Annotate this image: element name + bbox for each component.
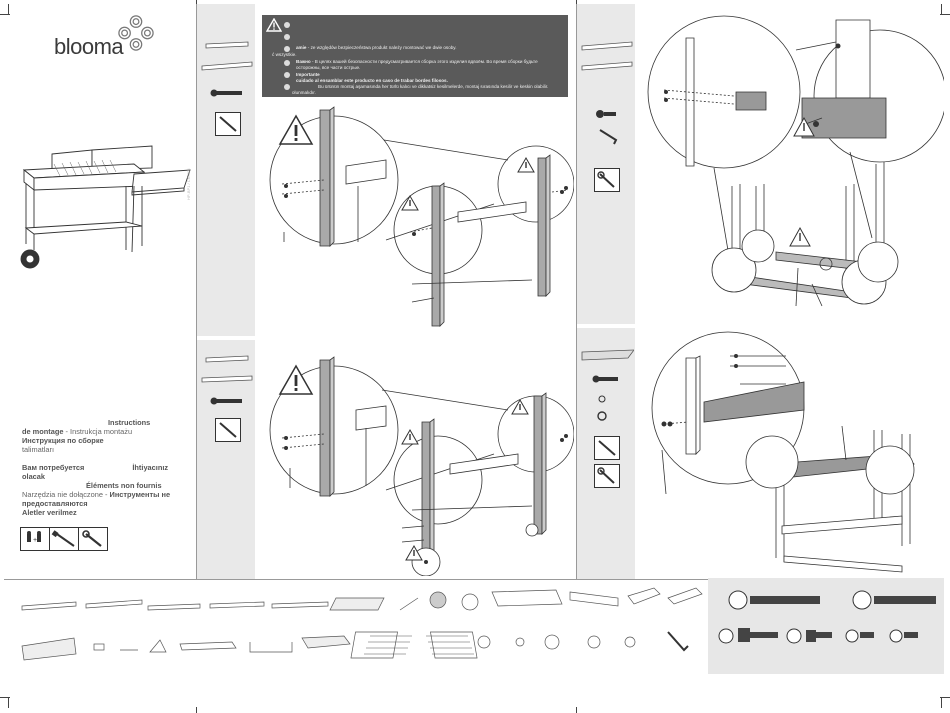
fold-mark	[576, 707, 577, 713]
warning-es: cuidado al ensamblar este producto en ca…	[296, 78, 448, 83]
warning-ru-bold: Важно	[296, 59, 311, 64]
warning-tr: Bu ürünün montaj aşamasında her türlü ka…	[318, 84, 549, 89]
step1-diagram	[269, 106, 574, 327]
warning-triangle-icon	[278, 364, 314, 395]
screwdriver-icon	[215, 112, 241, 136]
warning-bullet	[284, 60, 290, 66]
warning-tr-2: olunmalıdır.	[292, 90, 316, 95]
needs-tr: İhtiyacınız	[132, 463, 169, 472]
warning-bullet	[284, 22, 290, 28]
crop-mark	[940, 14, 950, 15]
needs-ru2: Инструменты не	[109, 490, 171, 499]
crop-mark	[940, 697, 950, 698]
needs-fr: Éléments non fournis	[86, 481, 162, 490]
hardware-panel	[708, 578, 944, 674]
crop-mark	[0, 697, 10, 698]
barbecue-illustration	[20, 145, 191, 269]
crop-mark	[8, 698, 9, 708]
step3-parts	[581, 41, 633, 145]
fold-mark	[196, 707, 197, 713]
screwdriver-icon	[49, 527, 79, 551]
crop-mark	[941, 698, 942, 708]
needs-tr2: olacak	[22, 472, 46, 481]
warning-bullet	[284, 72, 290, 78]
warning-bullet	[284, 46, 290, 52]
step4-diagram	[651, 331, 915, 573]
fold-mark	[576, 0, 577, 6]
instructions-title: Instructions de montage - Instrukcja mon…	[22, 418, 182, 454]
doc-code: HP-BP1 / CR-005	[186, 168, 191, 200]
step-sidebar-3	[577, 4, 635, 324]
title-fr2: de montage	[22, 427, 64, 436]
warning-triangle-icon	[278, 114, 314, 145]
step-sidebar-1	[197, 4, 255, 336]
page-divider-1	[196, 4, 197, 580]
fold-mark	[196, 0, 197, 6]
warning-bullet	[284, 34, 290, 40]
title-pl: - Instrukcja montażu	[63, 427, 133, 436]
warning-pl: - ze względów bezpieczeństwa produkt nal…	[306, 45, 457, 50]
page-divider-2	[576, 4, 577, 580]
step2-diagram	[269, 356, 574, 576]
warning-bullet	[284, 84, 290, 90]
step3-diagram	[647, 15, 944, 307]
spanner-icon	[78, 527, 108, 551]
spanner-icon	[594, 168, 620, 192]
needs-ru: Вам потребуется	[22, 463, 85, 472]
screwdriver-icon	[594, 436, 620, 460]
parts-list	[21, 587, 703, 661]
svg-text:+: +	[33, 537, 37, 544]
needs-tr3: Aletler verilmez	[22, 508, 77, 517]
brand-logo: blooma	[54, 34, 124, 59]
title-ru: Инструкция по сборке	[22, 436, 104, 445]
hardware-list	[718, 590, 936, 644]
warning-pl-2: ć wszystkie.	[272, 52, 297, 57]
step4-parts	[581, 349, 634, 421]
screwdriver-icon	[215, 418, 241, 442]
title-tr: talimatları	[22, 445, 55, 454]
warning-pl-bold: amie	[296, 45, 307, 50]
warning-es-bold: Importante	[296, 72, 320, 77]
gloves-icon: +	[20, 527, 50, 551]
tools-needed: Вам потребуется İhtiyacınız olacak Élémen…	[22, 463, 192, 517]
needs-ru3: предоставляются	[22, 499, 88, 508]
warning-ru: - В целях вашей безопасности предусматри…	[296, 59, 538, 71]
crop-mark	[941, 4, 942, 14]
title-fr: Instructions	[108, 418, 151, 427]
parts-divider	[4, 579, 944, 580]
safety-warning: amie - ze względów bezpieczeństwa produk…	[262, 15, 568, 97]
needs-pl: Narzędzia nie dołączone -	[22, 490, 110, 499]
flower-logo-icon	[118, 15, 154, 51]
step1-parts	[201, 41, 253, 97]
step2-parts	[201, 355, 253, 405]
crop-mark	[8, 4, 9, 14]
warning-triangle-icon	[266, 18, 282, 32]
crop-mark	[0, 14, 10, 15]
spanner-icon	[594, 464, 620, 488]
